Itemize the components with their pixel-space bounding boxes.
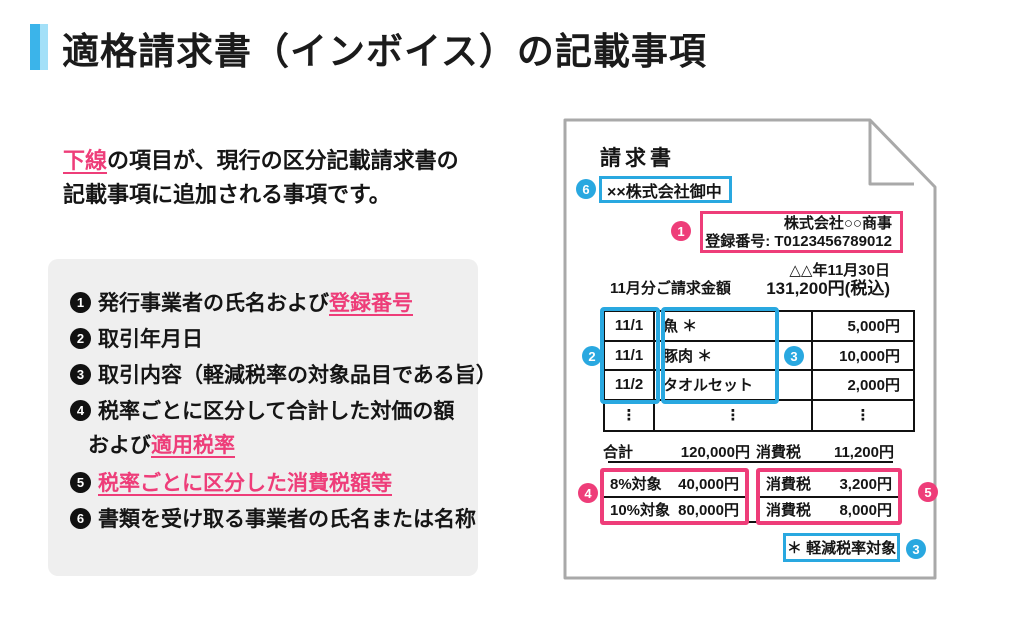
list-item-4-line-2: および適用税率 xyxy=(88,434,235,457)
item-6-marker: 6 xyxy=(70,507,91,529)
item-6-text: 書類を受け取る事業者の氏名または名称 xyxy=(98,508,476,531)
callout-badge-3: 3 xyxy=(784,346,804,366)
list-item-1: 1 発行事業者の氏名および登録番号 xyxy=(70,284,478,320)
cell-amount: 10,000円 xyxy=(813,342,913,371)
list-item-5: 5 税率ごとに区分した消費税額等 xyxy=(70,464,478,500)
billing-amount: 131,200円(税込) xyxy=(766,279,890,298)
bottom-rule-fragment xyxy=(748,521,758,523)
cell-date: 11/1 xyxy=(605,341,655,371)
item-3-text: 取引内容（軽減税率の対象品目である旨） xyxy=(98,364,497,387)
invoice-date: △△年11月30日 xyxy=(789,262,890,279)
intro-line-2: 記載事項に追加される事項です。 xyxy=(63,182,391,207)
item-column-highlight xyxy=(661,307,779,404)
cell-item: タオルセット xyxy=(655,371,813,401)
totals-left: 合計 120,000円 xyxy=(603,441,750,462)
invoice-title: 請求書 xyxy=(600,147,675,170)
recipient-box: ××株式会社御中 xyxy=(599,176,732,203)
callout-badge-5: 5 xyxy=(918,482,938,502)
list-item-4: 4 税率ごとに区分して合計した対価の額 xyxy=(70,392,478,428)
billing-row: 11月分ご請求金額 131,200円(税込) xyxy=(610,278,890,300)
billing-label: 11月分ご請求金額 xyxy=(610,280,731,297)
cell-item: 魚 ＊ xyxy=(655,312,813,342)
cell-date: 11/1 xyxy=(605,312,655,342)
cell-item-ellipsis: ⋮ xyxy=(655,400,813,430)
title-accent-bar xyxy=(30,24,48,70)
totals-tax-label: 消費税 xyxy=(756,444,802,461)
item-1-text: 発行事業者の氏名および登録番号 xyxy=(98,292,413,315)
issuer-box: 株式会社○○商事 登録番号: T0123456789012 xyxy=(700,211,903,253)
callout-badge-4: 4 xyxy=(578,483,598,503)
totals-tax-amount: 11,200円 xyxy=(833,444,894,461)
totals-divider xyxy=(608,461,893,463)
item-2-text: 取引年月日 xyxy=(98,328,203,351)
cell-amount-ellipsis: ⋮ xyxy=(855,407,871,425)
list-item-3: 3 取引内容（軽減税率の対象品目である旨） xyxy=(70,356,497,392)
intro-line-1-rest: の項目が、現行の区分記載請求書の xyxy=(107,148,459,173)
totals-right: 消費税 11,200円 xyxy=(756,441,902,462)
reduced-tax-note-box: ＊ 軽減税率対象 xyxy=(783,533,900,562)
intro-text: 下線の項目が、現行の区分記載請求書の 記載事項に追加される事項です。 xyxy=(63,144,459,212)
intro-line-1: 下線の項目が、現行の区分記載請求書の xyxy=(63,144,459,178)
sample-invoice: 請求書 6 ××株式会社御中 1 株式会社○○商事 登録番号: T0123456… xyxy=(563,118,939,582)
requirements-panel: 1 発行事業者の氏名および登録番号 2 取引年月日 3 取引内容（軽減税率の対象… xyxy=(48,259,497,576)
item-4-marker: 4 xyxy=(70,399,91,421)
page-title: 適格請求書（インボイス）の記載事項 xyxy=(62,31,707,72)
item-3-marker: 3 xyxy=(70,363,91,385)
callout-badge-1: 1 xyxy=(671,221,691,241)
callout-badge-2: 2 xyxy=(582,346,602,366)
intro-underline-term: 下線 xyxy=(63,148,108,173)
line-items-table: 11/1 魚 ＊ 5,000円 11/1 豚肉 ＊ 10,000円 11/2 タ… xyxy=(603,310,915,432)
issuer-company: 株式会社○○商事 xyxy=(783,215,892,232)
list-item-6: 6 書類を受け取る事業者の氏名または名称 xyxy=(70,500,478,536)
date-column-highlight xyxy=(600,307,660,404)
issuer-registration-number: 登録番号: T0123456789012 xyxy=(705,233,892,250)
item-1-marker: 1 xyxy=(70,291,91,313)
cell-item: 豚肉 ＊ xyxy=(655,341,813,371)
folded-corner-icon xyxy=(868,121,914,186)
item-5-marker: 5 xyxy=(70,471,91,493)
list-item-2: 2 取引年月日 xyxy=(70,320,478,356)
totals-label: 合計 xyxy=(603,444,634,461)
callout-badge-6: 6 xyxy=(576,179,596,199)
cell-date: 11/2 xyxy=(605,371,655,401)
cell-amount: 2,000円 xyxy=(813,371,913,401)
item-2-marker: 2 xyxy=(70,327,91,349)
cell-date-ellipsis: ⋮ xyxy=(605,400,655,430)
item-5-text: 税率ごとに区分した消費税額等 xyxy=(98,472,392,495)
item-4-text: 税率ごとに区分して合計した対価の額 xyxy=(98,400,455,423)
callout-badge-3-note: 3 xyxy=(906,539,926,559)
cell-amount: 5,000円 xyxy=(813,312,913,342)
totals-amount: 120,000円 xyxy=(680,444,750,461)
